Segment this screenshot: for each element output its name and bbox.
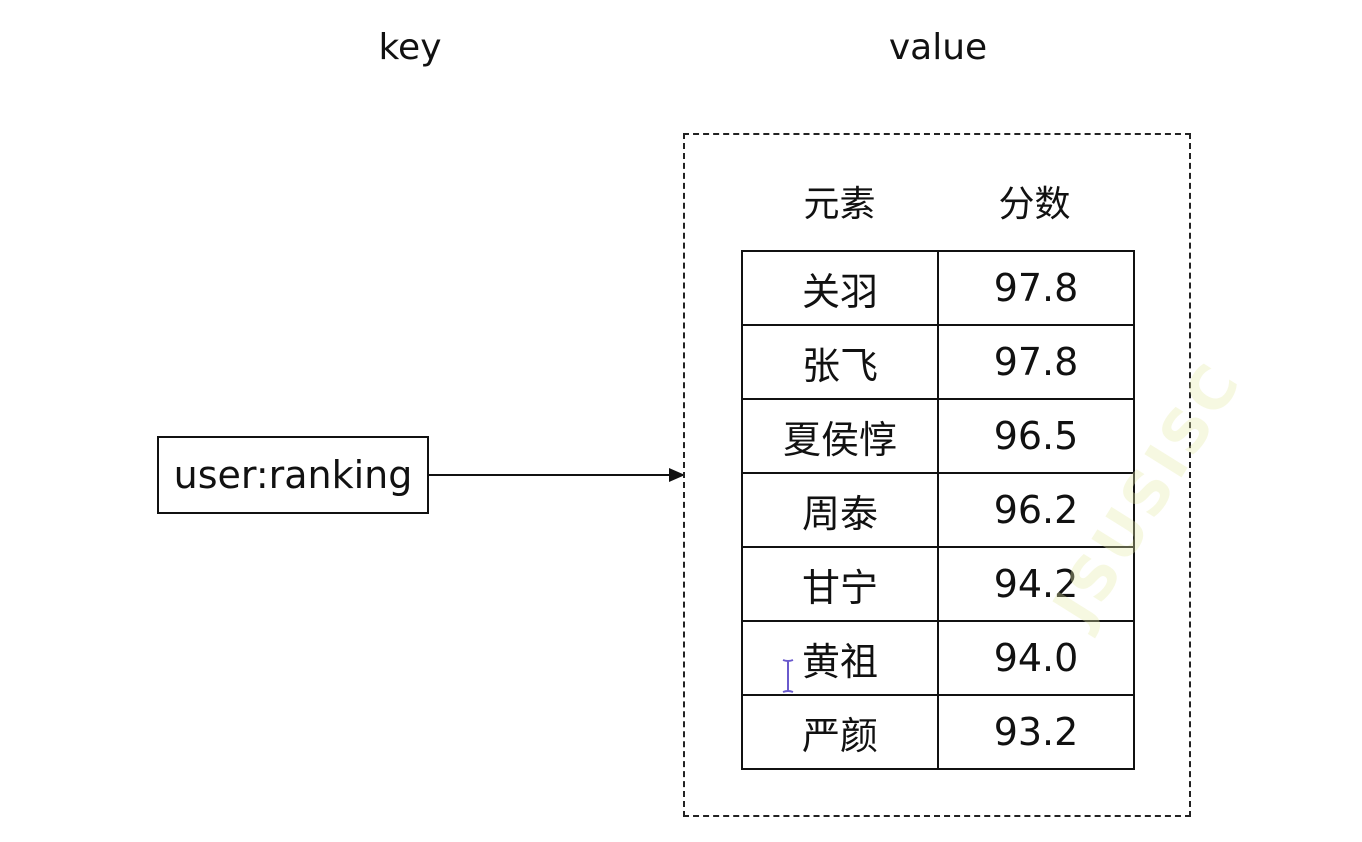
score-cell: 96.2 (937, 472, 1135, 548)
score-cell: 94.2 (937, 546, 1135, 622)
score-column-header: 分数 (998, 184, 1071, 225)
arrow-right-icon (429, 468, 685, 482)
key-box: user:ranking (157, 436, 429, 514)
value-container (683, 133, 1191, 817)
score-cell: 93.2 (937, 694, 1135, 770)
key-name: user:ranking (173, 453, 413, 497)
member-cell: 夏侯惇 (741, 398, 939, 474)
table-row: 周泰 96.2 (741, 472, 1135, 548)
member-cell: 周泰 (741, 472, 939, 548)
member-column-header: 元素 (803, 184, 876, 225)
table-row: 严颜 93.2 (741, 694, 1135, 770)
score-cell: 97.8 (937, 250, 1135, 326)
table-row: 黄祖 94.0 (741, 620, 1135, 696)
zset-table-header: 元素 分数 (742, 178, 1132, 232)
table-row: 张飞 97.8 (741, 324, 1135, 400)
table-row: 关羽 97.8 (741, 250, 1135, 326)
member-cell: 严颜 (741, 694, 939, 770)
text-cursor-icon (782, 659, 794, 693)
table-row: 夏侯惇 96.5 (741, 398, 1135, 474)
value-column-header: value (888, 27, 988, 68)
score-cell: 94.0 (937, 620, 1135, 696)
table-row: 甘宁 94.2 (741, 546, 1135, 622)
member-cell: 甘宁 (741, 546, 939, 622)
score-cell: 96.5 (937, 398, 1135, 474)
member-cell: 黄祖 (741, 620, 939, 696)
zset-table: 关羽 97.8 张飞 97.8 夏侯惇 96.5 周泰 96.2 甘宁 94.2… (741, 250, 1135, 770)
member-cell: 张飞 (741, 324, 939, 400)
key-column-header: key (378, 27, 442, 68)
member-cell: 关羽 (741, 250, 939, 326)
score-cell: 97.8 (937, 324, 1135, 400)
